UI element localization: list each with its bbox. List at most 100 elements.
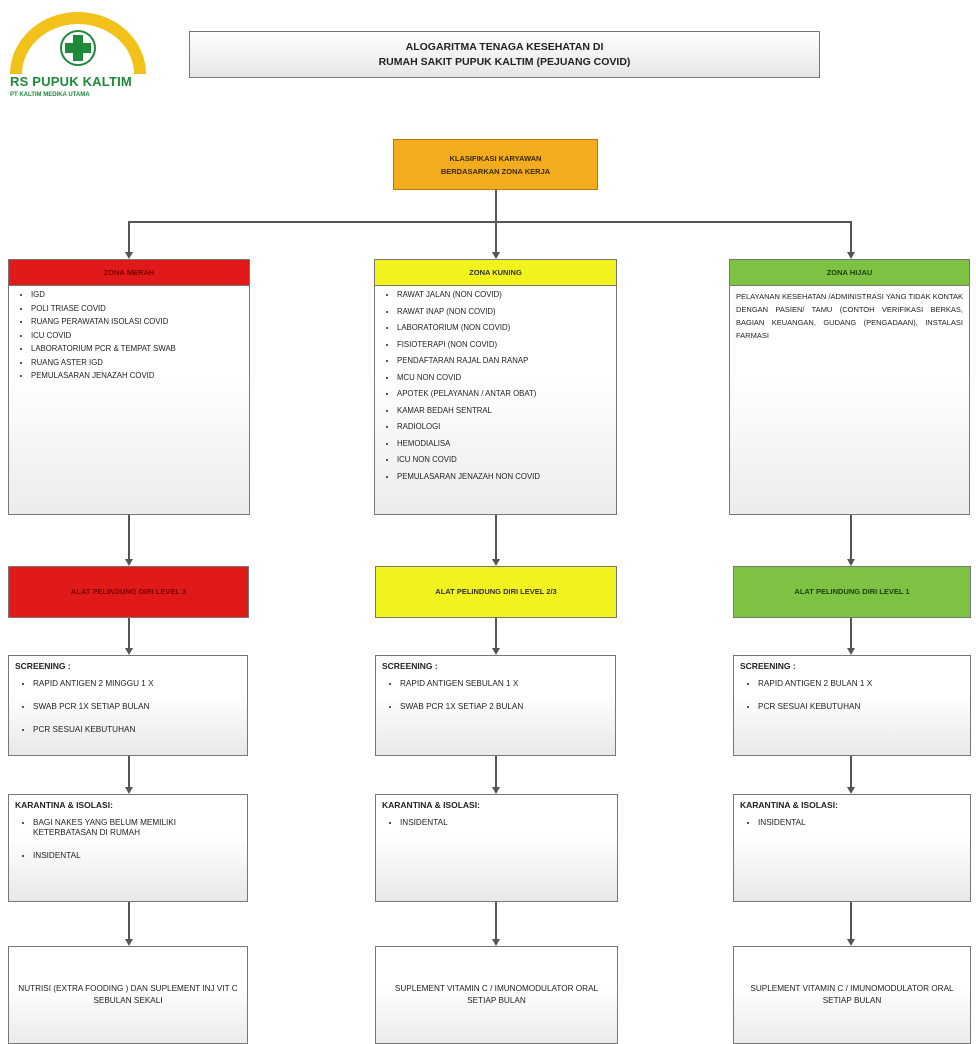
arrow-down-icon xyxy=(125,648,133,655)
zona-merah-title: ZONA MERAH xyxy=(9,260,249,286)
list-item: ICU COVID xyxy=(31,331,243,340)
list-item: RUANG PERAWATAN ISOLASI COVID xyxy=(31,317,243,326)
supplement-green-box: SUPLEMENT VITAMIN C / IMUNOMODULATOR ORA… xyxy=(733,946,971,1044)
arrow-down-icon xyxy=(125,252,133,259)
supplement-text: SUPLEMENT VITAMIN C / IMUNOMODULATOR ORA… xyxy=(750,984,954,1005)
connector xyxy=(850,902,852,940)
apd-level-1-box: ALAT PELINDUNG DIRI LEVEL 1 xyxy=(733,566,971,618)
karantina-yellow-card: KARANTINA & ISOLASI: INSIDENTAL xyxy=(375,794,618,902)
connector xyxy=(128,515,130,560)
supplement-yellow-box: SUPLEMENT VITAMIN C / IMUNOMODULATOR ORA… xyxy=(375,946,618,1044)
list-item: PEMULASARAN JENAZAH COVID xyxy=(31,371,243,380)
karantina-red-card: KARANTINA & ISOLASI: BAGI NAKES YANG BEL… xyxy=(8,794,248,902)
connector xyxy=(495,515,497,560)
arrow-down-icon xyxy=(847,648,855,655)
arrow-down-icon xyxy=(847,252,855,259)
apd-level-2-3-box: ALAT PELINDUNG DIRI LEVEL 2/3 xyxy=(375,566,617,618)
supplement-red-box: NUTRISI (EXTRA FOODING ) DAN SUPLEMENT I… xyxy=(8,946,248,1044)
list-item: PEMULASARAN JENAZAH NON COVID xyxy=(397,472,610,481)
zona-kuning-title: ZONA KUNING xyxy=(375,260,616,286)
connector xyxy=(850,515,852,560)
connector xyxy=(495,618,497,649)
klasifikasi-box: KLASIFIKASI KARYAWAN BERDASARKAN ZONA KE… xyxy=(393,139,598,190)
list-item: BAGI NAKES YANG BELUM MEMILIKI KETERBATA… xyxy=(33,818,241,838)
arrow-down-icon xyxy=(492,787,500,794)
screening-title: SCREENING : xyxy=(15,661,71,671)
list-item: RAPID ANTIGEN 2 MINGGU 1 X xyxy=(33,679,241,689)
screening-red-card: SCREENING : RAPID ANTIGEN 2 MINGGU 1 X S… xyxy=(8,655,248,756)
zona-hijau-description: PELAYANAN KESEHATAN /ADMINISTRASI YANG T… xyxy=(736,292,963,340)
connector-horizontal xyxy=(128,221,852,223)
karantina-list: INSIDENTAL xyxy=(740,818,964,828)
karantina-list: INSIDENTAL xyxy=(382,818,611,828)
list-item: INSIDENTAL xyxy=(758,818,964,828)
logo-emblem-icon xyxy=(10,12,146,75)
list-item: POLI TRIASE COVID xyxy=(31,304,243,313)
list-item: SWAB PCR 1X SETIAP 2 BULAN xyxy=(400,702,609,712)
screening-green-card: SCREENING : RAPID ANTIGEN 2 BULAN 1 X PC… xyxy=(733,655,971,756)
arrow-down-icon xyxy=(125,559,133,566)
zona-kuning-box: ZONA KUNING RAWAT JALAN (NON COVID) RAWA… xyxy=(374,259,617,515)
list-item: ICU NON COVID xyxy=(397,455,610,464)
zona-hijau-title: ZONA HIJAU xyxy=(730,260,969,286)
arrow-down-icon xyxy=(847,559,855,566)
list-item: KAMAR BEDAH SENTRAL xyxy=(397,406,610,415)
list-item: RADIOLOGI xyxy=(397,422,610,431)
zona-kuning-list: RAWAT JALAN (NON COVID) RAWAT INAP (NON … xyxy=(381,290,610,481)
arrow-down-icon xyxy=(125,939,133,946)
rs-pupuk-kaltim-logo: RS PUPUK KALTIM PT KALTIM MEDIKA UTAMA xyxy=(8,8,148,104)
list-item: INSIDENTAL xyxy=(400,818,611,828)
screening-yellow-card: SCREENING : RAPID ANTIGEN SEBULAN 1 X SW… xyxy=(375,655,616,756)
connector-to-yellow xyxy=(495,221,497,253)
zona-hijau-box: ZONA HIJAU PELAYANAN KESEHATAN /ADMINIST… xyxy=(729,259,970,515)
connector-to-red xyxy=(128,221,130,253)
zona-merah-box: ZONA MERAH IGD POLI TRIASE COVID RUANG P… xyxy=(8,259,250,515)
connector xyxy=(495,756,497,788)
list-item: INSIDENTAL xyxy=(33,851,241,861)
list-item: PENDAFTARAN RAJAL DAN RANAP xyxy=(397,356,610,365)
logo-subtitle: PT KALTIM MEDIKA UTAMA xyxy=(10,92,90,98)
klasifikasi-line-2: BERDASARKAN ZONA KERJA xyxy=(440,167,551,176)
connector xyxy=(495,902,497,940)
connector-to-green xyxy=(850,221,852,253)
zona-merah-list: IGD POLI TRIASE COVID RUANG PERAWATAN IS… xyxy=(15,290,243,380)
karantina-title: KARANTINA & ISOLASI: xyxy=(740,800,838,810)
title-line-2: RUMAH SAKIT PUPUK KALTIM (PEJUANG COVID) xyxy=(378,56,631,68)
list-item: FISIOTERAPI (NON COVID) xyxy=(397,340,610,349)
list-item: RAPID ANTIGEN 2 BULAN 1 X xyxy=(758,679,964,689)
screening-list: RAPID ANTIGEN SEBULAN 1 X SWAB PCR 1X SE… xyxy=(382,679,609,712)
arrow-down-icon xyxy=(492,939,500,946)
arrow-down-icon xyxy=(847,939,855,946)
list-item: RAWAT JALAN (NON COVID) xyxy=(397,290,610,299)
connector xyxy=(128,756,130,788)
screening-list: RAPID ANTIGEN 2 BULAN 1 X PCR SESUAI KEB… xyxy=(740,679,964,712)
karantina-title: KARANTINA & ISOLASI: xyxy=(15,800,113,810)
list-item: APOTEK (PELAYANAN / ANTAR OBAT) xyxy=(397,389,610,398)
list-item: HEMODIALISA xyxy=(397,439,610,448)
klasifikasi-line-1: KLASIFIKASI KARYAWAN xyxy=(449,154,542,163)
screening-list: RAPID ANTIGEN 2 MINGGU 1 X SWAB PCR 1X S… xyxy=(15,679,241,735)
list-item: SWAB PCR 1X SETIAP BULAN xyxy=(33,702,241,712)
supplement-text: NUTRISI (EXTRA FOODING ) DAN SUPLEMENT I… xyxy=(18,984,238,1005)
arrow-down-icon xyxy=(492,252,500,259)
list-item: MCU NON COVID xyxy=(397,373,610,382)
karantina-green-card: KARANTINA & ISOLASI: INSIDENTAL xyxy=(733,794,971,902)
arrow-down-icon xyxy=(125,787,133,794)
list-item: IGD xyxy=(31,290,243,299)
connector-root-down xyxy=(495,190,497,223)
page-title: ALOGARITMA TENAGA KESEHATAN DI RUMAH SAK… xyxy=(189,31,820,78)
apd-level-3-box: ALAT PELINDUNG DIRI LEVEL 3 xyxy=(8,566,249,618)
connector xyxy=(850,756,852,788)
list-item: PCR SESUAI KEBUTUHAN xyxy=(33,725,241,735)
list-item: LABORATORIUM (NON COVID) xyxy=(397,323,610,332)
connector xyxy=(850,618,852,649)
karantina-list: BAGI NAKES YANG BELUM MEMILIKI KETERBATA… xyxy=(15,818,241,861)
screening-title: SCREENING : xyxy=(382,661,438,671)
connector xyxy=(128,902,130,940)
connector xyxy=(128,618,130,649)
arrow-down-icon xyxy=(492,559,500,566)
supplement-text: SUPLEMENT VITAMIN C / IMUNOMODULATOR ORA… xyxy=(394,984,599,1005)
list-item: PCR SESUAI KEBUTUHAN xyxy=(758,702,964,712)
title-line-1: ALOGARITMA TENAGA KESEHATAN DI xyxy=(405,41,604,53)
list-item: RAWAT INAP (NON COVID) xyxy=(397,307,610,316)
